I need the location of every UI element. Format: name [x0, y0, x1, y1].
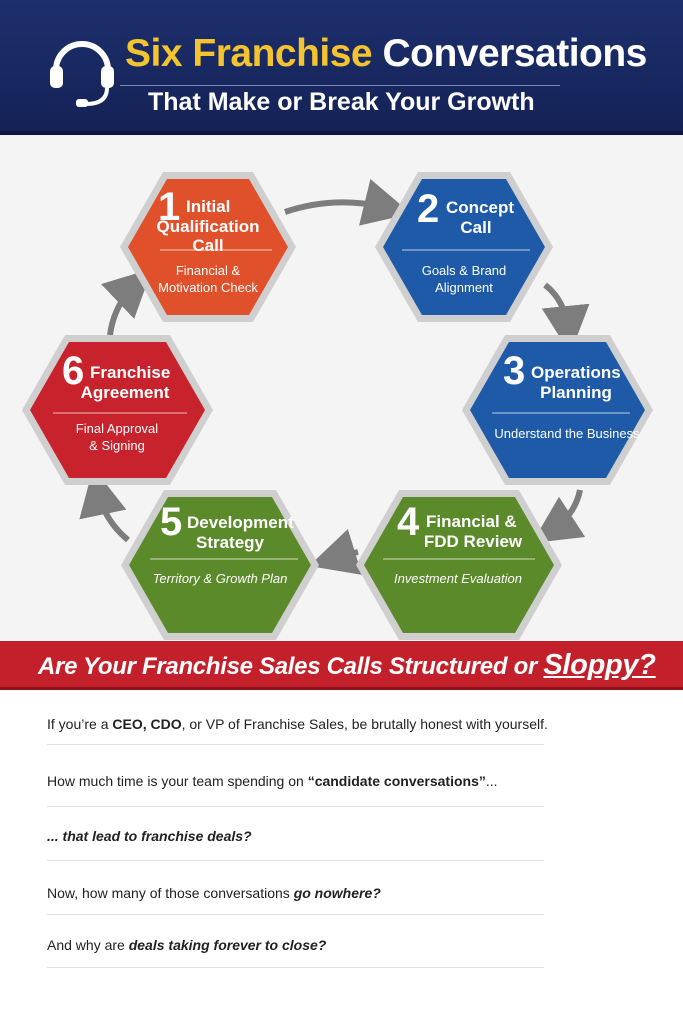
step-1-title-line1: Initial — [186, 197, 231, 216]
paragraph-4: Now, how many of those conversations go … — [47, 885, 381, 901]
step-1-title-line3: Call — [192, 236, 224, 255]
step-3-hexagon — [462, 335, 653, 485]
divider — [47, 860, 544, 861]
paragraph-1: If you’re a CEO, CDO, or VP of Franchise… — [47, 716, 548, 732]
conversation-cycle-diagram: 1 Initial Qualification Call Financial &… — [0, 135, 683, 640]
step-4-detail-line1: Investment Evaluation — [394, 571, 522, 586]
step-5-detail-line1: Territory & Growth Plan — [152, 571, 288, 586]
step-6-number: 6 — [62, 349, 85, 393]
step-3-title-line2: Planning — [540, 383, 612, 402]
question-banner — [0, 641, 683, 688]
arrow-3-to-4 — [531, 489, 586, 544]
step-2-number: 2 — [417, 187, 440, 231]
step-5-title-line1: Development — [187, 513, 294, 532]
arrow-6-to-1 — [101, 268, 153, 336]
step-6-title-line1: Franchise — [90, 363, 171, 382]
step-2-detail-line2: Alignment — [435, 280, 493, 295]
step-3-title-line1: Operations — [531, 363, 621, 382]
step-6-title-line2: Agreement — [80, 383, 170, 402]
step-6-hexagon — [22, 335, 213, 485]
divider — [47, 744, 544, 745]
paragraph-2: How much time is your team spending on “… — [47, 773, 498, 789]
banner-underline — [0, 687, 683, 690]
page-title: Six Franchise Conversations — [125, 32, 647, 75]
divider — [47, 806, 544, 807]
paragraph-3: ... that lead to franchise deals? — [47, 828, 252, 844]
step-3-detail-line1: Understand the Business — [494, 426, 640, 441]
arrow-2-to-3 — [541, 282, 590, 354]
divider — [47, 967, 544, 968]
step-2-hexagon — [375, 172, 553, 322]
cycle-graphic — [22, 172, 653, 640]
step-4-hexagon — [356, 490, 562, 640]
step-5-hexagon — [121, 490, 319, 640]
step-5-number: 5 — [160, 500, 183, 544]
step-1-title-line2: Qualification — [156, 217, 260, 236]
step-4-number: 4 — [397, 500, 420, 544]
step-1-detail-line2: Motivation Check — [158, 280, 258, 295]
step-2-title-line2: Call — [460, 218, 492, 237]
divider — [47, 914, 544, 915]
step-4-title-line1: Financial & — [426, 512, 517, 531]
step-6-detail-line1: Final Approval — [75, 421, 159, 436]
header-banner: Six Franchise Conversations That Make or… — [0, 0, 683, 135]
arrow-4-to-5 — [309, 529, 362, 575]
banner-emphasis: Sloppy? — [543, 649, 656, 681]
step-2-detail-line1: Goals & Brand — [421, 263, 507, 278]
paragraph-5: And why are deals taking forever to clos… — [47, 937, 327, 953]
page-subtitle: That Make or Break Your Growth — [148, 88, 535, 116]
banner-question: Are Your Franchise Sales Calls Structure… — [38, 649, 656, 681]
step-2-title-line1: Concept — [446, 198, 514, 217]
step-1-detail-line1: Financial & — [175, 263, 241, 278]
headset-icon — [50, 41, 114, 107]
step-6-detail-line2: & Signing — [89, 438, 145, 453]
arrow-1-to-2 — [284, 178, 412, 226]
step-4-title-line2: FDD Review — [423, 532, 523, 551]
title-divider — [120, 85, 560, 86]
step-3-number: 3 — [503, 349, 526, 393]
arrow-5-to-6 — [79, 467, 130, 543]
step-1-number: 1 — [158, 185, 181, 229]
step-1-hexagon — [120, 172, 296, 322]
step-5-title-line2: Strategy — [195, 533, 265, 552]
